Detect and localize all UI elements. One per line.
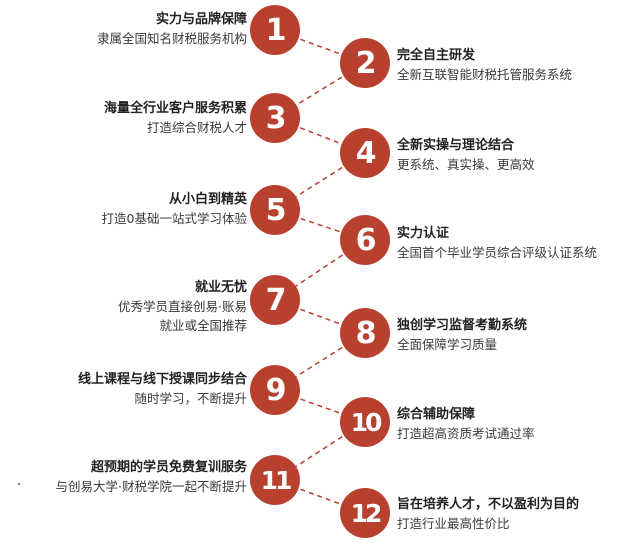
step-number-badge: 5: [250, 185, 300, 235]
feature-item: 全新实操与理论结合更系统、真实操、更高效: [397, 136, 535, 174]
connector-line: [274, 29, 366, 64]
feature-description: 优秀学员直接创易·账易: [118, 299, 247, 314]
feature-description: 全新互联智能财税托管服务系统: [397, 67, 573, 82]
feature-description: 与创易大学·财税学院一起不断提升: [55, 479, 247, 494]
feature-description: 随时学习，不断提升: [134, 391, 247, 406]
feature-title: 旨在培养人才，不以盈利为目的: [397, 497, 580, 512]
feature-title: 就业无忧: [194, 280, 247, 295]
feature-title: 实力与品牌保障: [155, 12, 247, 27]
feature-item: 就业无忧优秀学员直接创易·账易就业或全国推荐: [118, 278, 247, 335]
feature-title: 实力认证: [397, 226, 450, 241]
feature-item: 实力与品牌保障隶属全国知名财税服务机构: [97, 10, 247, 48]
step-number-badge: 12: [340, 488, 390, 538]
feature-description: 就业或全国推荐: [159, 318, 247, 333]
feature-description: 打造综合财税人才: [146, 120, 247, 135]
step-number-badge: 9: [250, 365, 300, 415]
feature-item: 实力认证全国首个毕业学员综合评级认证系统: [397, 224, 597, 262]
feature-item: 独创学习监督考勤系统全面保障学习质量: [397, 316, 527, 354]
feature-title: 线上课程与线下授课同步结合: [77, 372, 247, 387]
step-number-badge: 10: [340, 397, 390, 447]
feature-description: 打造0基础一站式学习体验: [101, 211, 247, 226]
stray-dot: [18, 483, 20, 485]
feature-title: 独创学习监督考勤系统: [397, 318, 528, 333]
feature-title: 超预期的学员免费复训服务: [90, 460, 247, 475]
feature-title: 完全自主研发: [397, 48, 476, 63]
feature-title: 海量全行业客户服务积累: [103, 101, 247, 116]
feature-item: 线上课程与线下授课同步结合随时学习，不断提升: [78, 370, 247, 408]
connector-line: [274, 209, 366, 241]
feature-title: 综合辅助保障: [397, 407, 476, 422]
step-number-badge: 8: [340, 308, 390, 358]
feature-title: 全新实操与理论结合: [397, 138, 515, 153]
feature-description: 打造超高资质考试通过率: [397, 426, 535, 441]
step-number-badge: 2: [340, 38, 390, 88]
feature-item: 综合辅助保障打造超高资质考试通过率: [397, 405, 535, 443]
step-number-badge: 11: [250, 455, 300, 505]
feature-description: 打造行业最高性价比: [397, 516, 510, 531]
feature-title: 从小白到精英: [168, 192, 247, 207]
feature-item: 超预期的学员免费复训服务与创易大学·财税学院一起不断提升: [56, 458, 247, 496]
connector-line: [274, 299, 366, 334]
feature-item: 从小白到精英打造0基础一站式学习体验: [102, 190, 247, 228]
feature-description: 全面保障学习质量: [397, 337, 498, 352]
step-number-badge: 3: [250, 93, 300, 143]
feature-item: 海量全行业客户服务积累打造综合财税人才: [104, 99, 247, 137]
step-number-badge: 7: [250, 275, 300, 325]
feature-description: 更系统、真实操、更高效: [397, 157, 535, 172]
feature-description: 隶属全国知名财税服务机构: [96, 31, 247, 46]
step-number-badge: 4: [340, 128, 390, 178]
feature-description: 全国首个毕业学员综合评级认证系统: [397, 245, 598, 260]
connector-line: [274, 389, 366, 423]
step-number-badge: 1: [250, 5, 300, 55]
feature-item: 旨在培养人才，不以盈利为目的打造行业最高性价比: [397, 495, 579, 533]
connector-line: [274, 479, 366, 514]
connector-line: [274, 117, 366, 154]
step-number-badge: 6: [340, 215, 390, 265]
feature-item: 完全自主研发全新互联智能财税托管服务系统: [397, 46, 572, 84]
